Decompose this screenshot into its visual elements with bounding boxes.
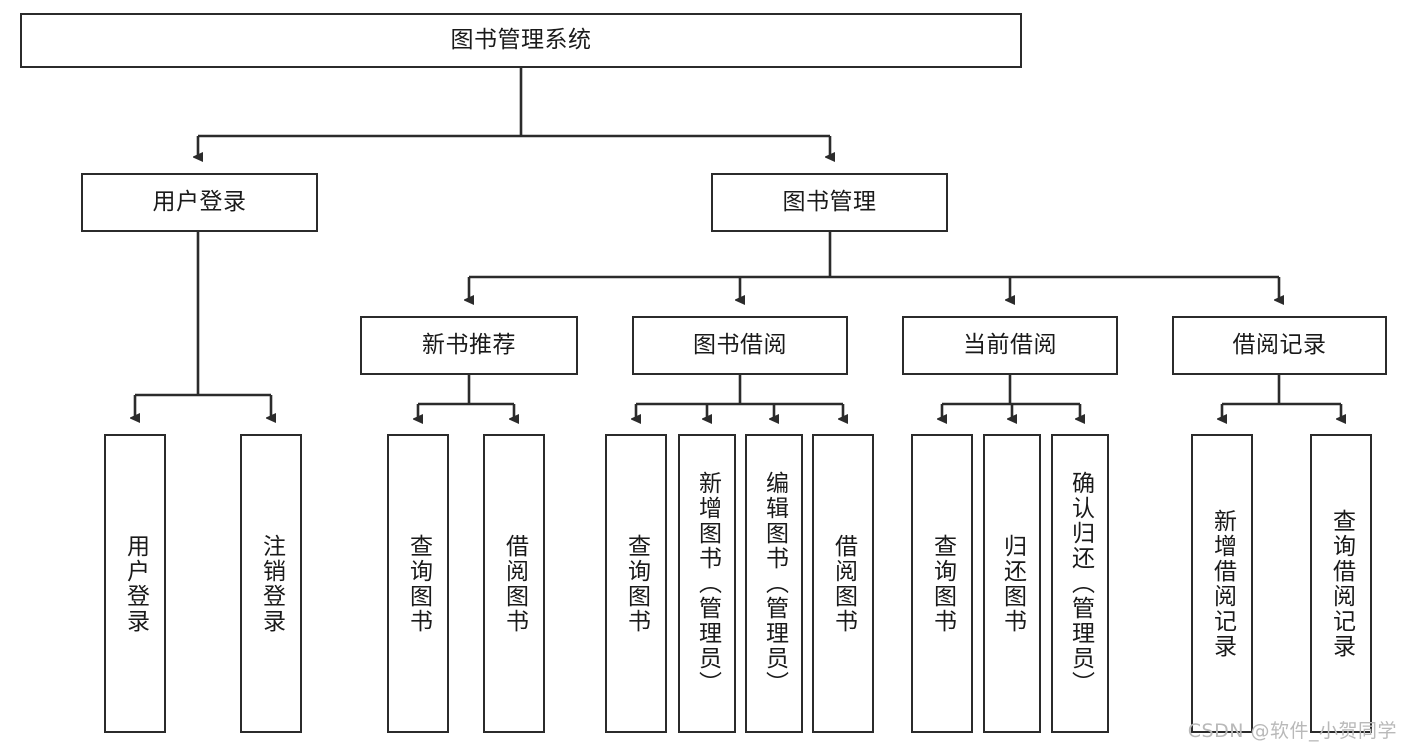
node-leaf-add-book-admin-label: 新增图书（管理员） [694,471,721,696]
node-book-manage[interactable]: 图书管理 [711,173,948,232]
node-borrow-record-label: 借阅记录 [1232,331,1327,358]
node-leaf-edit-book-admin[interactable]: 编辑图书（管理员） [745,434,803,733]
node-new-book-recommend-label: 新书推荐 [422,331,516,358]
node-leaf-query-book-2-label: 查询图书 [623,533,650,634]
node-leaf-user-login-label: 用户登录 [122,533,149,634]
node-leaf-return-book-label: 归还图书 [999,533,1026,634]
node-leaf-borrow-book-2[interactable]: 借阅图书 [812,434,874,733]
edge-group-new-book-recommend [418,375,514,419]
node-leaf-query-book-1-label: 查询图书 [405,533,432,634]
node-leaf-query-borrow-record-label: 查询借阅记录 [1328,508,1355,659]
edge-group-user-login [135,232,271,418]
node-root-label: 图书管理系统 [450,26,592,53]
node-current-borrow[interactable]: 当前借阅 [902,316,1118,375]
node-user-login-label: 用户登录 [152,188,247,215]
node-user-login[interactable]: 用户登录 [81,173,318,232]
node-book-manage-label: 图书管理 [782,188,877,215]
node-leaf-query-book-3-label: 查询图书 [929,533,956,634]
node-leaf-return-book[interactable]: 归还图书 [983,434,1041,733]
edge-group-book-manage [469,232,1279,300]
node-book-borrow[interactable]: 图书借阅 [632,316,848,375]
node-leaf-add-book-admin[interactable]: 新增图书（管理员） [678,434,736,733]
node-leaf-query-book-2[interactable]: 查询图书 [605,434,667,733]
node-leaf-confirm-return-admin[interactable]: 确认归还（管理员） [1051,434,1109,733]
node-new-book-recommend[interactable]: 新书推荐 [360,316,578,375]
node-leaf-user-login[interactable]: 用户登录 [104,434,166,733]
csdn-watermark: CSDN @软件_小贺同学 [1187,720,1397,742]
node-leaf-query-book-1[interactable]: 查询图书 [387,434,449,733]
node-leaf-logout-label: 注销登录 [258,533,285,634]
node-leaf-logout[interactable]: 注销登录 [240,434,302,733]
node-leaf-add-borrow-record-label: 新增借阅记录 [1209,508,1236,659]
node-leaf-borrow-book-1[interactable]: 借阅图书 [483,434,545,733]
node-leaf-edit-book-admin-label: 编辑图书（管理员） [761,471,788,696]
edge-group-book-borrow [636,375,843,419]
edge-group-current-borrow [942,375,1080,419]
edge-group-borrow-record [1222,375,1341,419]
node-borrow-record[interactable]: 借阅记录 [1172,316,1387,375]
node-leaf-add-borrow-record[interactable]: 新增借阅记录 [1191,434,1253,733]
node-leaf-query-borrow-record[interactable]: 查询借阅记录 [1310,434,1372,733]
node-leaf-borrow-book-1-label: 借阅图书 [501,533,528,634]
node-leaf-borrow-book-2-label: 借阅图书 [830,533,857,634]
node-book-borrow-label: 图书借阅 [693,331,787,358]
node-leaf-query-book-3[interactable]: 查询图书 [911,434,973,733]
node-current-borrow-label: 当前借阅 [963,331,1057,358]
node-leaf-confirm-return-admin-label: 确认归还（管理员） [1067,471,1094,696]
edge-group-root [198,68,830,157]
node-root[interactable]: 图书管理系统 [20,13,1022,68]
